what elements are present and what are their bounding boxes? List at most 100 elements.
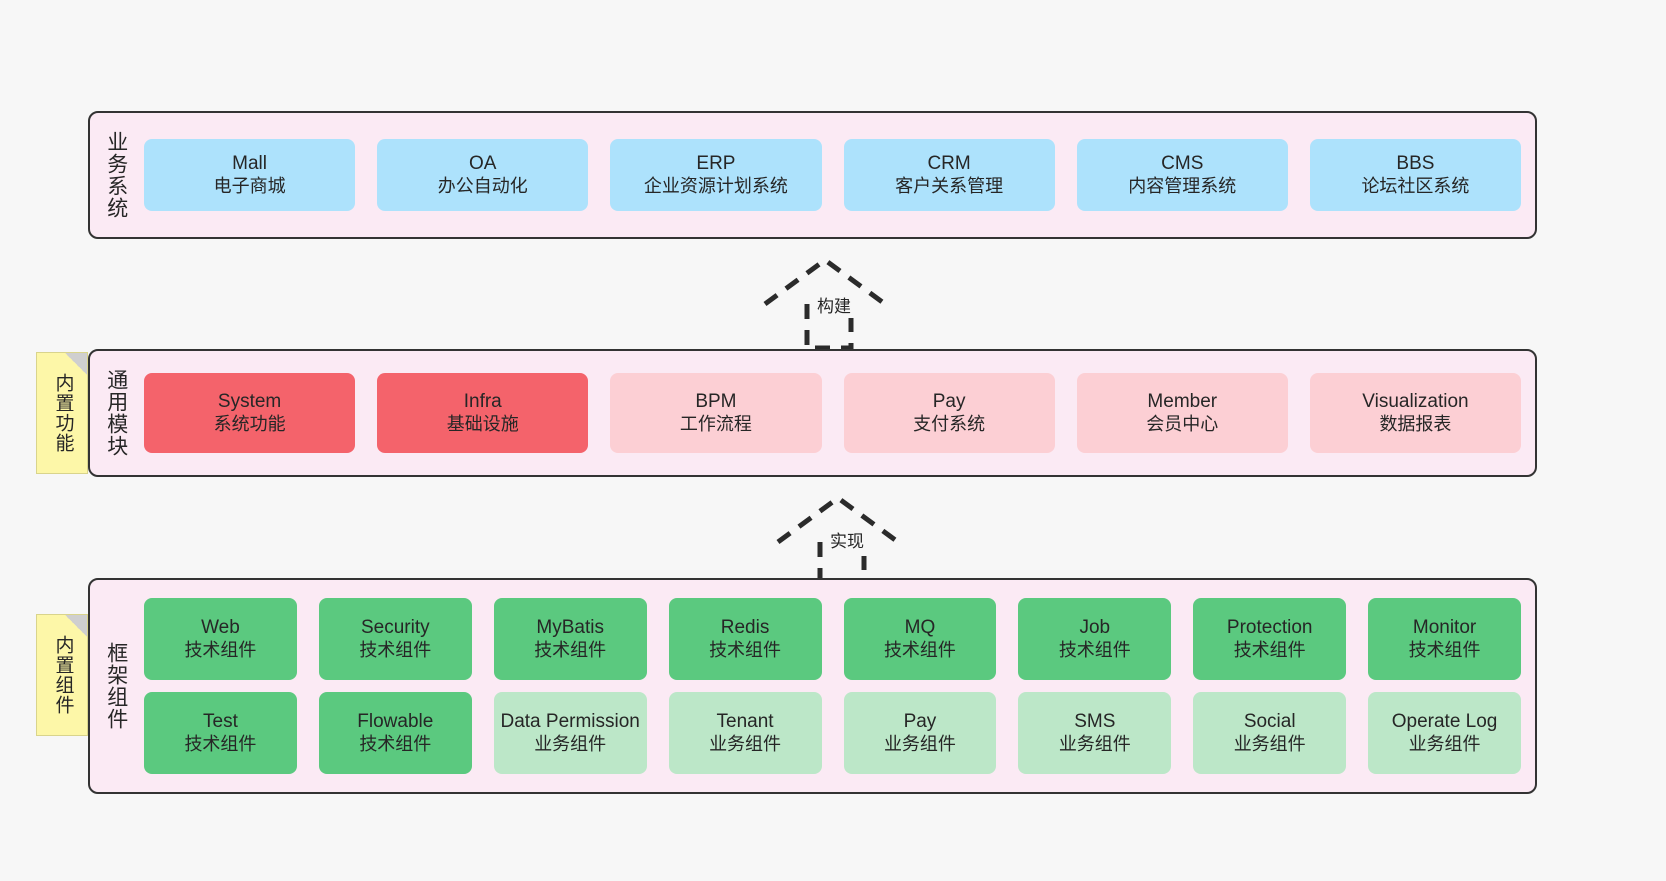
card-title: Social <box>1243 711 1296 733</box>
card-mq[interactable]: MQ 技术组件 <box>843 598 997 680</box>
card-sms[interactable]: SMS 业务组件 <box>1018 692 1172 774</box>
layer-common-module: 通用模块 System 系统功能 Infra 基础设施 BPM 工作流程 Pay… <box>88 349 1537 477</box>
connector-stem-build <box>804 304 854 351</box>
note-builtin-function: 内置功能 <box>36 352 88 474</box>
card-mall[interactable]: Mall 电子商城 <box>144 139 356 211</box>
card-oa[interactable]: OA 办公自动化 <box>377 139 589 211</box>
layer-body-business: Mall 电子商城 OA 办公自动化 ERP 企业资源计划系统 CRM 客户关系… <box>142 113 1535 237</box>
card-flowable[interactable]: Flowable 技术组件 <box>318 692 472 774</box>
card-title: Protection <box>1226 617 1313 639</box>
card-subtitle: 企业资源计划系统 <box>643 175 788 196</box>
card-title: ERP <box>696 153 736 175</box>
card-title: Mall <box>232 153 267 175</box>
card-title: MyBatis <box>536 617 604 639</box>
card-subtitle: 系统功能 <box>213 413 286 434</box>
label-backdrop <box>811 288 859 318</box>
layer-body-framework: Web 技术组件 Security 技术组件 MyBatis 技术组件 Redi… <box>142 580 1535 792</box>
card-job[interactable]: Job 技术组件 <box>1018 598 1172 680</box>
card-title: BBS <box>1396 153 1435 175</box>
card-title: Infra <box>463 391 502 413</box>
card-row: Mall 电子商城 OA 办公自动化 ERP 企业资源计划系统 CRM 客户关系… <box>144 139 1522 211</box>
card-title: Monitor <box>1412 617 1477 639</box>
card-mybatis[interactable]: MyBatis 技术组件 <box>493 598 647 680</box>
card-title: Pay <box>932 391 966 413</box>
card-title: OA <box>469 153 497 175</box>
card-subtitle: 基础设施 <box>446 413 519 434</box>
card-subtitle: 业务组件 <box>709 733 782 754</box>
card-subtitle: 技术组件 <box>184 733 257 754</box>
card-web[interactable]: Web 技术组件 <box>144 598 297 680</box>
layer-title-framework: 框架组件 <box>104 642 128 730</box>
layer-body-common: System 系统功能 Infra 基础设施 BPM 工作流程 Pay 支付系统… <box>142 351 1535 475</box>
layer-title-business: 业务系统 <box>104 131 128 219</box>
layer-framework-component: 框架组件 Web 技术组件 Security 技术组件 MyBatis 技术组件… <box>88 578 1537 794</box>
card-subtitle: 业务组件 <box>1058 733 1131 754</box>
card-title: Data Permission <box>500 711 640 733</box>
card-row: Test 技术组件 Flowable 技术组件 Data Permission … <box>144 692 1521 774</box>
card-subtitle: 内容管理系统 <box>1128 175 1237 196</box>
card-pay[interactable]: Pay 支付系统 <box>843 373 1055 453</box>
card-title: Tenant <box>716 711 774 733</box>
card-visualization[interactable]: Visualization 数据报表 <box>1309 373 1522 453</box>
card-security[interactable]: Security 技术组件 <box>318 598 472 680</box>
card-crm[interactable]: CRM 客户关系管理 <box>843 139 1055 211</box>
card-subtitle: 技术组件 <box>883 639 956 660</box>
card-bpm[interactable]: BPM 工作流程 <box>610 373 822 453</box>
card-row: System 系统功能 Infra 基础设施 BPM 工作流程 Pay 支付系统… <box>144 373 1522 453</box>
card-title: Operate Log <box>1391 711 1498 733</box>
card-subtitle: 数据报表 <box>1379 413 1452 434</box>
layer-business-system: 业务系统 Mall 电子商城 OA 办公自动化 ERP 企业资源计划系统 CRM… <box>88 111 1537 239</box>
card-social[interactable]: Social 业务组件 <box>1193 692 1347 774</box>
card-pay-component[interactable]: Pay 业务组件 <box>843 692 997 774</box>
card-tenant[interactable]: Tenant 业务组件 <box>668 692 822 774</box>
card-title: MQ <box>904 617 936 639</box>
card-subtitle: 业务组件 <box>1233 733 1306 754</box>
card-title: BPM <box>695 391 737 413</box>
card-subtitle: 电子商城 <box>213 175 286 196</box>
connector-label-implement: 实现 <box>830 532 864 551</box>
card-subtitle: 技术组件 <box>1233 639 1306 660</box>
card-subtitle: 业务组件 <box>883 733 956 754</box>
connector-label-build: 构建 <box>817 297 851 316</box>
card-subtitle: 业务组件 <box>1408 733 1481 754</box>
card-subtitle: 技术组件 <box>709 639 782 660</box>
note-builtin-component: 内置组件 <box>36 614 88 736</box>
card-subtitle: 办公自动化 <box>437 175 528 196</box>
card-title: Visualization <box>1362 391 1469 413</box>
layer-title-common: 通用模块 <box>104 369 128 457</box>
card-title: CRM <box>927 153 971 175</box>
card-title: Flowable <box>357 711 434 733</box>
card-title: Pay <box>903 711 937 733</box>
card-subtitle: 技术组件 <box>184 639 257 660</box>
card-system[interactable]: System 系统功能 <box>144 373 356 453</box>
card-title: Job <box>1079 617 1111 639</box>
card-title: System <box>217 391 282 413</box>
card-redis[interactable]: Redis 技术组件 <box>668 598 822 680</box>
card-cms[interactable]: CMS 内容管理系统 <box>1076 139 1288 211</box>
card-operate-log[interactable]: Operate Log 业务组件 <box>1368 692 1521 774</box>
card-title: Redis <box>720 617 770 639</box>
card-member[interactable]: Member 会员中心 <box>1076 373 1288 453</box>
card-test[interactable]: Test 技术组件 <box>144 692 297 774</box>
card-title: Web <box>201 617 240 639</box>
card-erp[interactable]: ERP 企业资源计划系统 <box>610 139 822 211</box>
card-title: SMS <box>1074 711 1116 733</box>
card-subtitle: 客户关系管理 <box>895 175 1004 196</box>
card-title: Security <box>360 617 430 639</box>
card-subtitle: 技术组件 <box>1058 639 1131 660</box>
card-data-permission[interactable]: Data Permission 业务组件 <box>493 692 647 774</box>
card-title: Test <box>203 711 238 733</box>
card-protection[interactable]: Protection 技术组件 <box>1193 598 1347 680</box>
label-backdrop <box>824 526 872 556</box>
card-subtitle: 论坛社区系统 <box>1361 175 1470 196</box>
card-title: CMS <box>1161 153 1204 175</box>
card-subtitle: 业务组件 <box>534 733 607 754</box>
card-monitor[interactable]: Monitor 技术组件 <box>1368 598 1521 680</box>
card-subtitle: 技术组件 <box>359 639 432 660</box>
card-bbs[interactable]: BBS 论坛社区系统 <box>1309 139 1522 211</box>
connector-build <box>763 256 887 351</box>
card-infra[interactable]: Infra 基础设施 <box>377 373 589 453</box>
card-subtitle: 技术组件 <box>534 639 607 660</box>
card-row: Web 技术组件 Security 技术组件 MyBatis 技术组件 Redi… <box>144 598 1521 680</box>
